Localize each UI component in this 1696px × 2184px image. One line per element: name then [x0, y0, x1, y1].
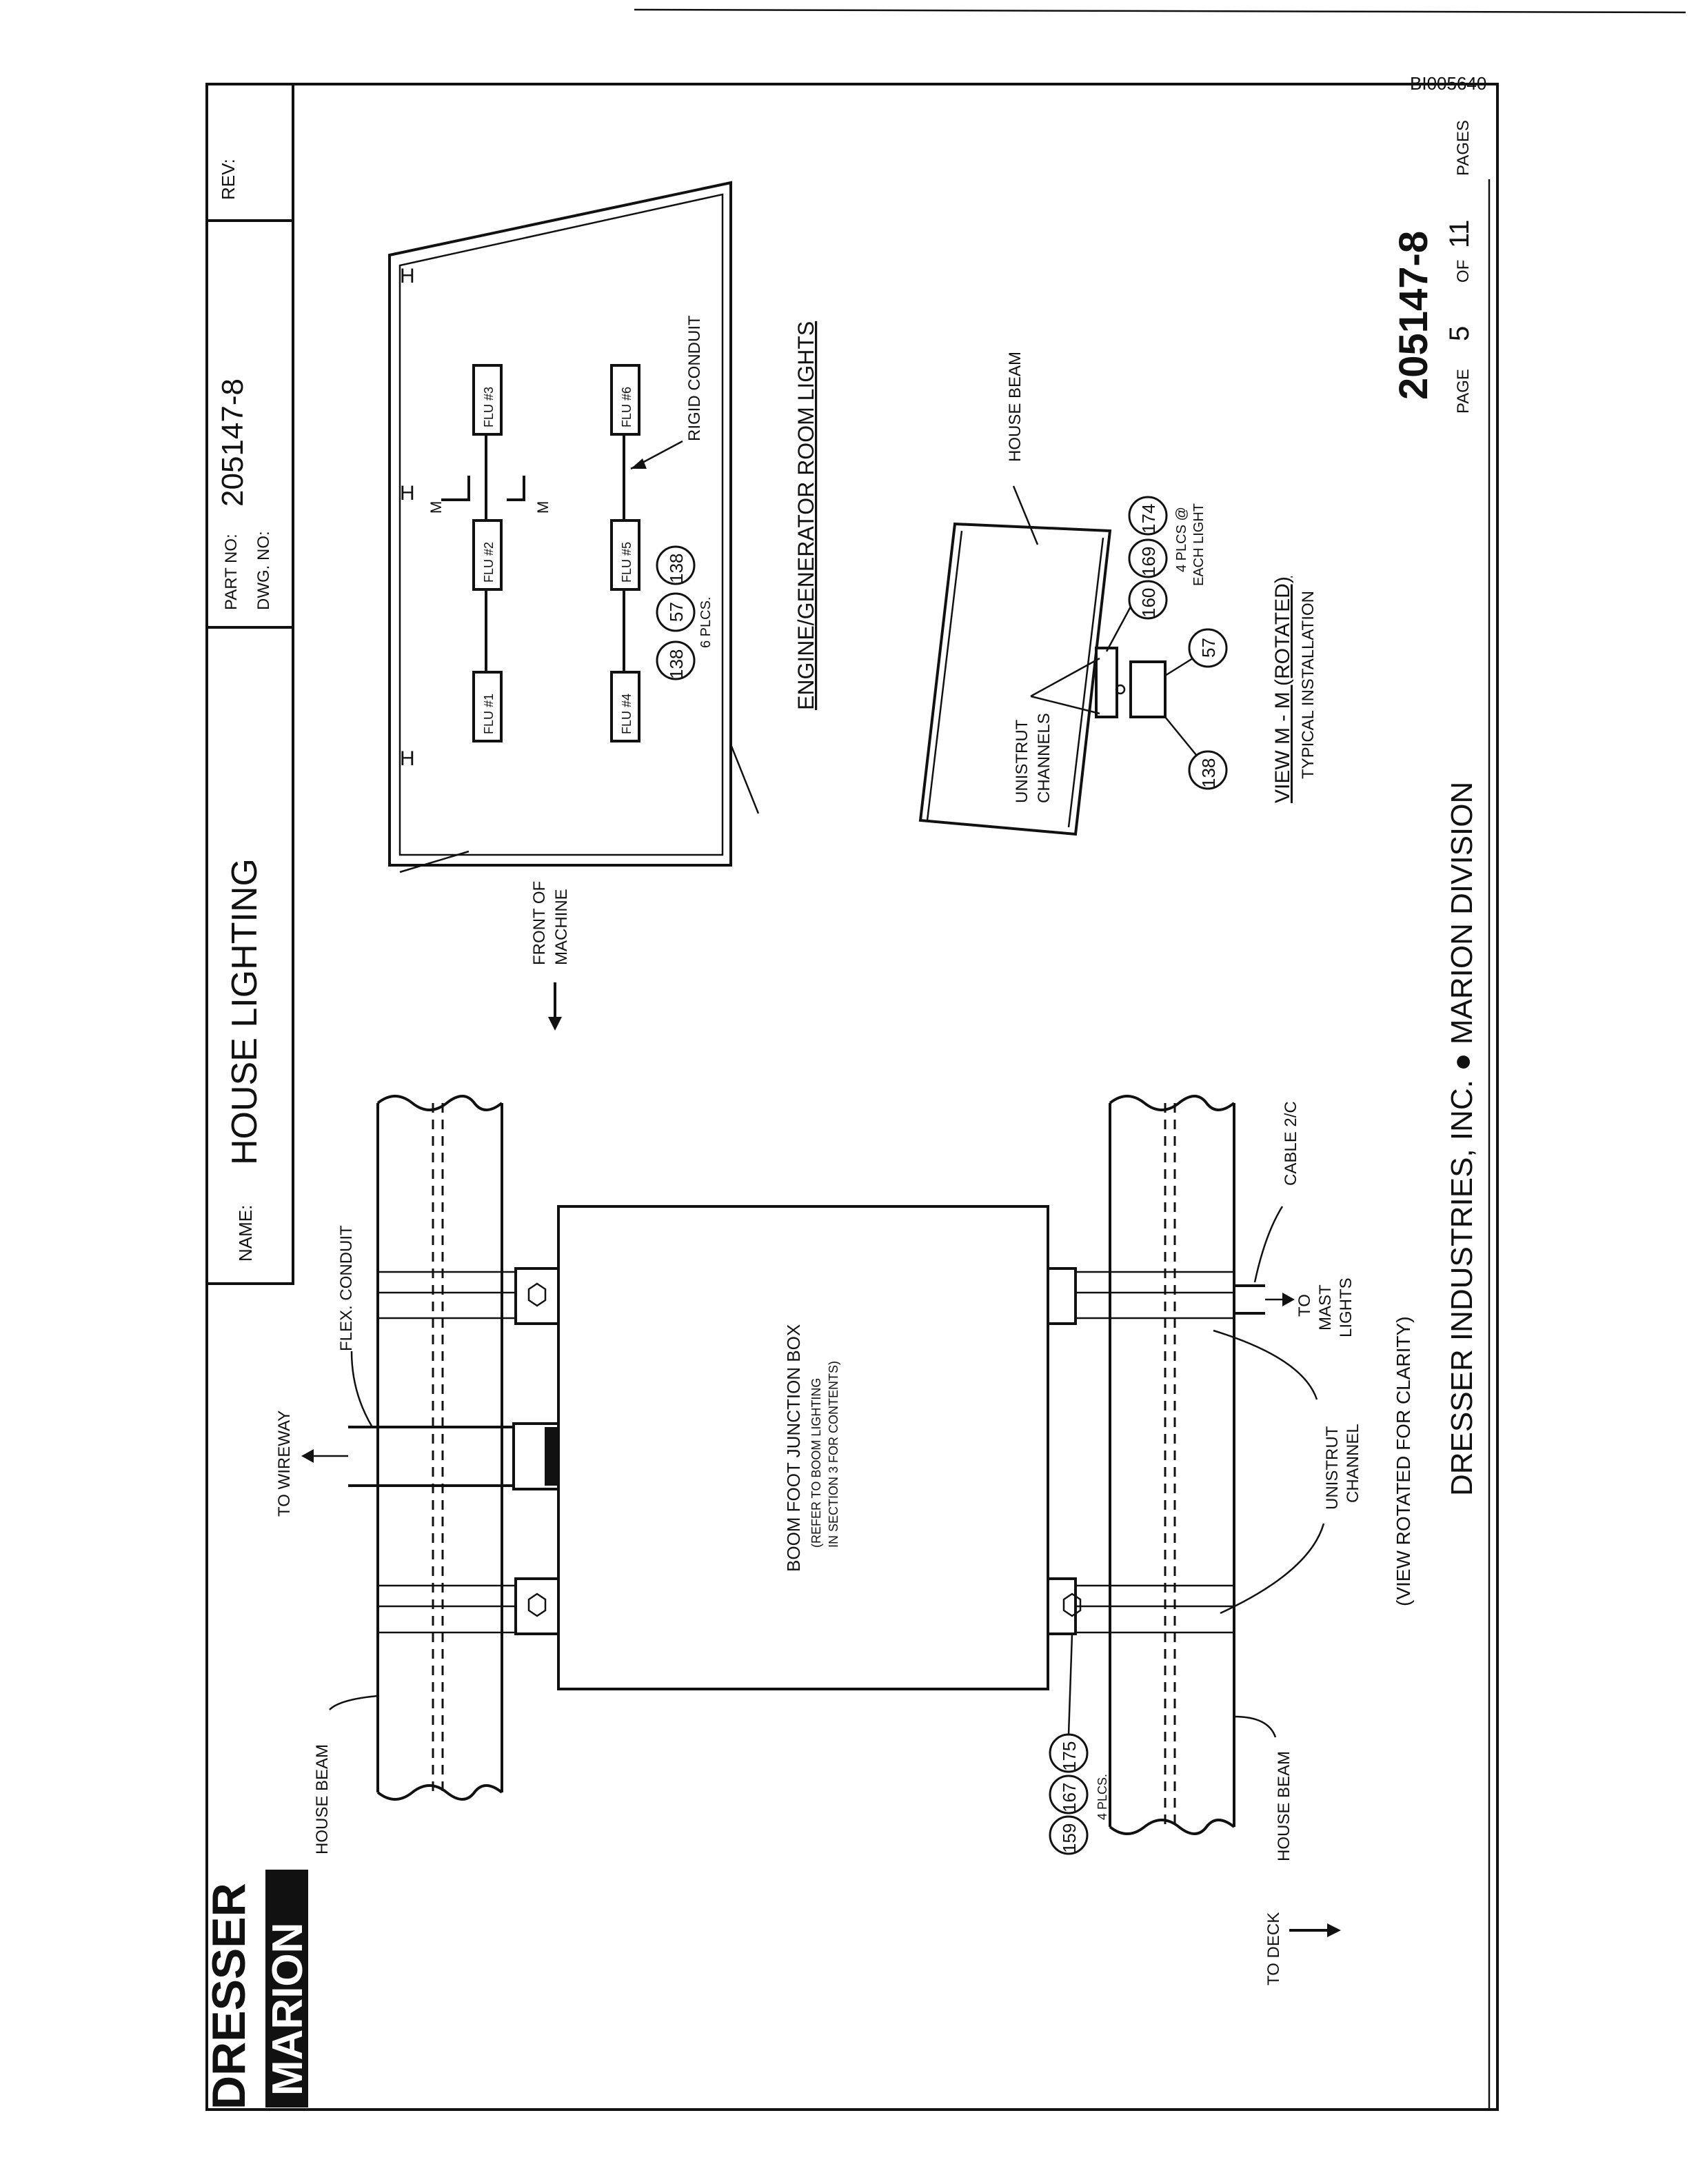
to-mast-1: TO	[1295, 1294, 1314, 1317]
dwg-no-label: DWG. NO:	[254, 531, 273, 610]
callout-174	[1128, 496, 1168, 536]
unistrut-channels-2: CHANNELS	[1035, 713, 1053, 803]
callout-159-text: 159	[1059, 1823, 1080, 1853]
title-block-frame	[205, 83, 294, 1285]
to-mast-2: MAST	[1316, 1284, 1335, 1331]
part-no-label: PART NO:	[222, 534, 241, 610]
total-pages: 11	[1444, 219, 1475, 248]
callout-note-4plcs: 4 PLCS.	[1096, 1774, 1109, 1820]
junction-box-label: BOOM FOOT JUNCTION BOX	[783, 1324, 804, 1572]
page-label: PAGE	[1454, 369, 1473, 414]
flu-4-label: FLU #4	[620, 694, 634, 734]
flu-5-label: FLU #5	[620, 542, 634, 583]
beam-break-bottom	[376, 1784, 503, 1801]
callout-138	[656, 640, 696, 680]
light-flu-5	[610, 519, 640, 591]
callout-note-1: 4 PLCS @	[1174, 507, 1189, 572]
to-deck-label: TO DECK	[1264, 1912, 1283, 1985]
callout-138-text: 138	[666, 649, 687, 679]
view-mm-subtitle: TYPICAL INSTALLATION	[1299, 591, 1318, 779]
callout-note-2: EACH LIGHT	[1191, 503, 1207, 586]
view-mm-title: VIEW M - M (ROTATED)	[1271, 576, 1294, 803]
rigid-conduit-label: RIGID CONDUIT	[685, 315, 704, 441]
beam-break-top	[376, 1095, 503, 1111]
callout-167-text: 167	[1059, 1783, 1080, 1812]
junction-box-note-2: IN SECTION 3 FOR CONTENTS)	[827, 1361, 840, 1548]
dresser-marion-logo: DRESSER MARION	[203, 1870, 312, 2110]
house-beam-right-label: HOUSE BEAM	[1275, 1751, 1293, 1861]
house-beam-label: HOUSE BEAM	[1006, 352, 1024, 462]
light-flu-6	[610, 364, 640, 436]
callout-138	[1188, 750, 1228, 790]
callout-160-text: 160	[1138, 588, 1159, 618]
callout-160	[1128, 580, 1168, 620]
callout-57-text: 57	[1198, 638, 1219, 658]
flu-1-label: FLU #1	[482, 694, 496, 734]
callout-169-text: 169	[1138, 547, 1159, 576]
rev-label: REV:	[218, 159, 239, 200]
pages-label: PAGES	[1454, 120, 1473, 176]
light-flu-3	[472, 364, 503, 436]
flu-3-label: FLU #3	[482, 387, 496, 427]
section-marker-m: M	[534, 501, 552, 514]
callout-167	[1049, 1775, 1089, 1814]
flex-conduit-label: FLEX. CONDUIT	[337, 1225, 356, 1351]
front-of-machine-1: FRONT OF	[530, 881, 549, 965]
section-marker-m: M	[427, 501, 445, 514]
ibeam-marker: H	[400, 747, 415, 770]
page-number: 5	[1444, 326, 1475, 341]
ibeam-marker: H	[400, 265, 415, 287]
callout-138	[656, 545, 696, 585]
ibeam-marker: H	[400, 482, 415, 505]
callout-57	[656, 592, 696, 632]
callout-note: 6 PLCS.	[698, 597, 714, 648]
callout-169	[1128, 538, 1168, 578]
light-fixture	[1129, 660, 1167, 718]
title-block: NAME: HOUSE LIGHTING PART NO: 205147-8 D…	[205, 83, 294, 1285]
unistrut-channel-2: CHANNEL	[1344, 1424, 1362, 1503]
to-wireway-label: TO WIREWAY	[275, 1410, 294, 1517]
to-mast-3: LIGHTS	[1337, 1277, 1355, 1337]
junction-box-note-1: (REFER TO BOOM LIGHTING	[809, 1378, 823, 1548]
logo-band	[265, 1870, 308, 2107]
of-label: OF	[1454, 260, 1473, 283]
drawing-name: HOUSE LIGHTING	[225, 858, 265, 1165]
boom-foot-diagram: BOOM FOOT JUNCTION BOX (REFER TO BOOM LI…	[275, 1095, 1414, 1985]
company-name: DRESSER INDUSTRIES, INC. ● MARION DIVISI…	[1445, 782, 1479, 1496]
light-flu-1	[472, 671, 503, 742]
room-diagram-title: ENGINE/GENERATOR ROOM LIGHTS	[794, 321, 818, 710]
callout-57	[1188, 628, 1228, 668]
view-rotated-note: (VIEW ROTATED FOR CLARITY)	[1393, 1316, 1414, 1606]
callout-175-text: 175	[1059, 1741, 1080, 1771]
flu-2-label: FLU #2	[482, 542, 496, 583]
engine-room-diagram: H H H FLU #3 FLU #2 FLU #1 FLU #6 FLU #5…	[388, 181, 818, 1031]
cable-label: CABLE 2/C	[1282, 1101, 1300, 1186]
name-label: NAME:	[235, 1205, 256, 1262]
view-mm-detail: HOUSE BEAM UNISTRUT CHANNELS 160 169 174…	[918, 352, 1318, 836]
doc-number: 205147-8	[1391, 231, 1436, 400]
logo-bottom: MARION	[264, 1923, 312, 2096]
callout-159	[1049, 1815, 1089, 1855]
house-beam-left-label: HOUSE BEAM	[313, 1744, 332, 1854]
light-flu-2	[472, 519, 503, 591]
logo-top: DRESSER	[203, 1883, 255, 2110]
unistrut-channels-1: UNISTRUT	[1013, 719, 1031, 803]
boom-foot-junction-box	[557, 1205, 1049, 1690]
part-no-value: 205147-8	[216, 378, 250, 507]
footer: DRESSER INDUSTRIES, INC. ● MARION DIVISI…	[1391, 120, 1491, 2110]
flu-6-label: FLU #6	[620, 387, 634, 427]
room-outline	[388, 181, 732, 867]
light-flu-4	[610, 671, 640, 742]
callout-138-text: 138	[666, 554, 687, 583]
unistrut-channel-1: UNISTRUT	[1323, 1426, 1342, 1510]
house-beam-section	[918, 522, 1112, 836]
unistrut-bracket	[1095, 647, 1118, 718]
callout-57-text: 57	[666, 602, 687, 622]
callout-174-text: 174	[1138, 504, 1159, 534]
scan-edge-line	[634, 8, 1686, 14]
callout-138-text: 138	[1198, 758, 1219, 788]
front-of-machine-2: MACHINE	[552, 889, 571, 965]
